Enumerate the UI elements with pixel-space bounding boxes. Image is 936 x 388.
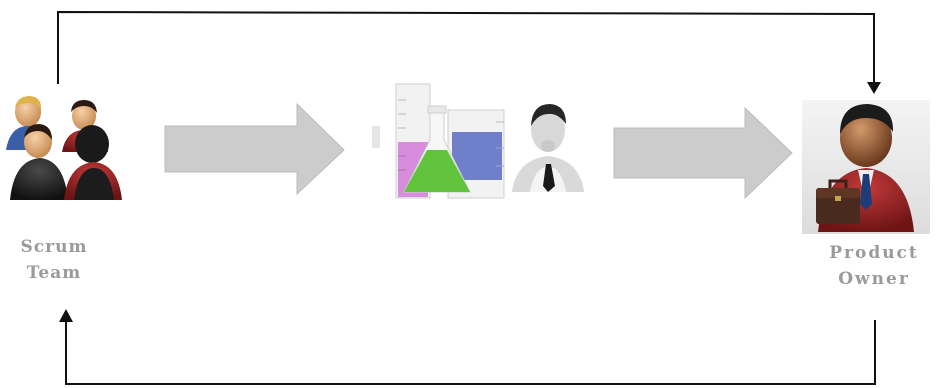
scrum-team-label-line2: Team: [26, 263, 82, 283]
lab-flask-icon: [372, 83, 505, 199]
team-group-icon: [6, 96, 122, 200]
scrum-team-label: Scrum Team: [0, 234, 108, 286]
product-owner-label-line1: Product: [829, 243, 919, 263]
product-owner-label: Product Owner: [812, 240, 936, 292]
businessman-briefcase-icon: [802, 100, 930, 234]
top-connector-line: [57, 10, 875, 86]
top-connector-arrowhead: [867, 82, 881, 94]
scrum-team-label-line1: Scrum: [20, 237, 88, 257]
product-owner-label-line2: Owner: [838, 269, 910, 289]
flow-arrow-1: [164, 102, 345, 196]
flow-arrow-2: [613, 106, 793, 200]
tester-person-icon: [512, 104, 584, 192]
bottom-connector-arrowhead: [59, 309, 73, 322]
bottom-connector-line: [65, 318, 876, 385]
